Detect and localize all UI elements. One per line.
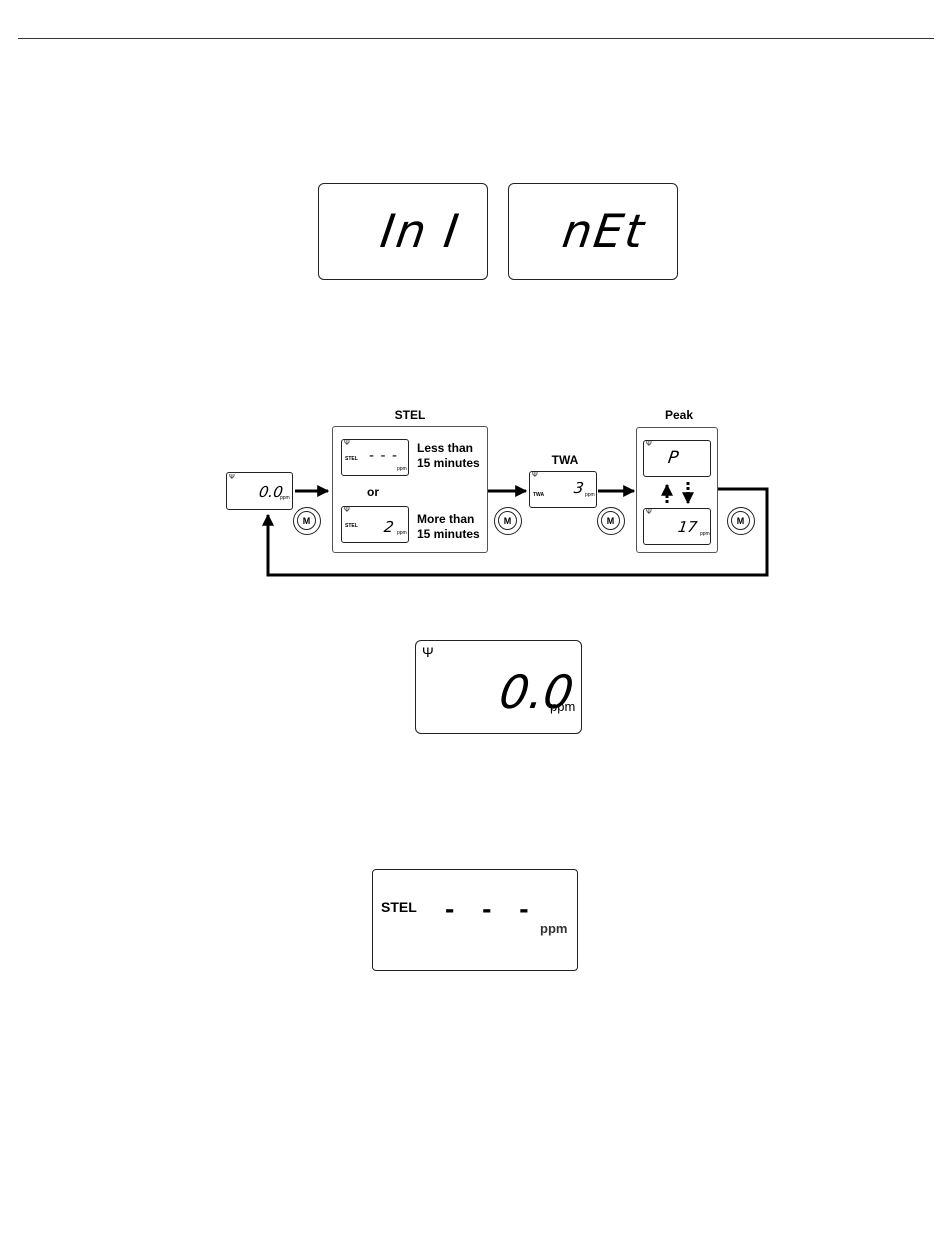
antenna-icon: Ψ: [422, 645, 434, 659]
stel-upper-note: Less than 15 minutes: [417, 441, 487, 471]
stel-lower-note: More than 15 minutes: [417, 512, 487, 542]
stel-lower-readout: 2: [383, 520, 395, 535]
antenna-icon: Ψ: [229, 474, 235, 481]
peak-header: Peak: [640, 408, 718, 422]
lcd-stel-unit: ppm: [540, 921, 567, 936]
twa-readout: 3: [573, 481, 585, 496]
stel-lower-unit: ppm: [397, 530, 407, 536]
peak-upper-lcd: Ψ P: [643, 440, 711, 477]
peak-lower-unit: ppm: [700, 531, 710, 537]
antenna-icon: Ψ: [532, 472, 538, 479]
peak-upper-readout: P: [667, 450, 680, 467]
start-lcd-unit: ppm: [280, 495, 290, 501]
peak-lower-readout: 17: [677, 520, 698, 535]
antenna-icon: Ψ: [646, 509, 652, 516]
stel-lower-lcd: Ψ STEL 2 ppm: [341, 506, 409, 543]
lcd-stel-label: STEL: [381, 899, 417, 915]
peak-lower-lcd: Ψ 17 ppm: [643, 508, 711, 545]
mode-button-icon[interactable]: M: [727, 507, 755, 535]
stel-upper-readout: - - -: [369, 449, 398, 463]
lcd-stel-readout: - - -: [445, 893, 539, 925]
mode-button-label: M: [297, 511, 316, 530]
lcd-zero: Ψ 0.0 ppm: [415, 640, 582, 734]
antenna-icon: Ψ: [344, 507, 350, 514]
stel-panel: Ψ STEL - - - ppm Less than 15 minutes or…: [332, 426, 488, 553]
mode-button-icon[interactable]: M: [597, 507, 625, 535]
lcd-zero-unit: ppm: [550, 699, 575, 714]
twa-label: TWA: [533, 492, 544, 498]
stel-lower-label: STEL: [345, 523, 358, 529]
mode-button-icon[interactable]: M: [494, 507, 522, 535]
twa-header: TWA: [533, 453, 597, 467]
antenna-icon: Ψ: [344, 440, 350, 447]
lcd-stel-blank: STEL - - - ppm: [372, 869, 578, 971]
stel-or-label: or: [367, 485, 379, 500]
twa-lcd: Ψ TWA 3 ppm: [529, 471, 597, 508]
mode-button-label: M: [731, 511, 750, 530]
stel-upper-lcd: Ψ STEL - - - ppm: [341, 439, 409, 476]
start-lcd: Ψ 0.0 ppm: [226, 472, 293, 510]
stel-upper-unit: ppm: [397, 466, 407, 472]
stel-upper-label: STEL: [345, 456, 358, 462]
mode-button-label: M: [601, 511, 620, 530]
peak-panel: Ψ P Ψ 17 ppm: [636, 427, 718, 553]
stel-header: STEL: [370, 408, 450, 422]
mode-button-icon[interactable]: M: [293, 507, 321, 535]
antenna-icon: Ψ: [646, 441, 652, 448]
mode-button-label: M: [498, 511, 517, 530]
twa-unit: ppm: [585, 492, 595, 498]
